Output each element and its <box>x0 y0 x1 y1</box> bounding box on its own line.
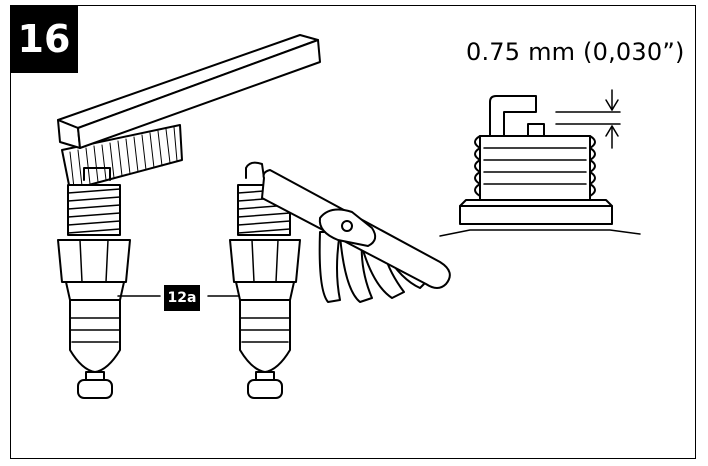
part-callout-label: 12a <box>164 285 200 311</box>
feeler-gauge <box>261 169 451 303</box>
step-number-badge: 16 <box>10 5 78 73</box>
gap-detail-inset <box>439 89 641 237</box>
wire-brush <box>57 34 321 191</box>
spark-plug-right <box>229 161 301 399</box>
spark-plug-left <box>57 167 131 399</box>
gap-specification-label: 0.75 mm (0,030”) <box>466 38 685 66</box>
